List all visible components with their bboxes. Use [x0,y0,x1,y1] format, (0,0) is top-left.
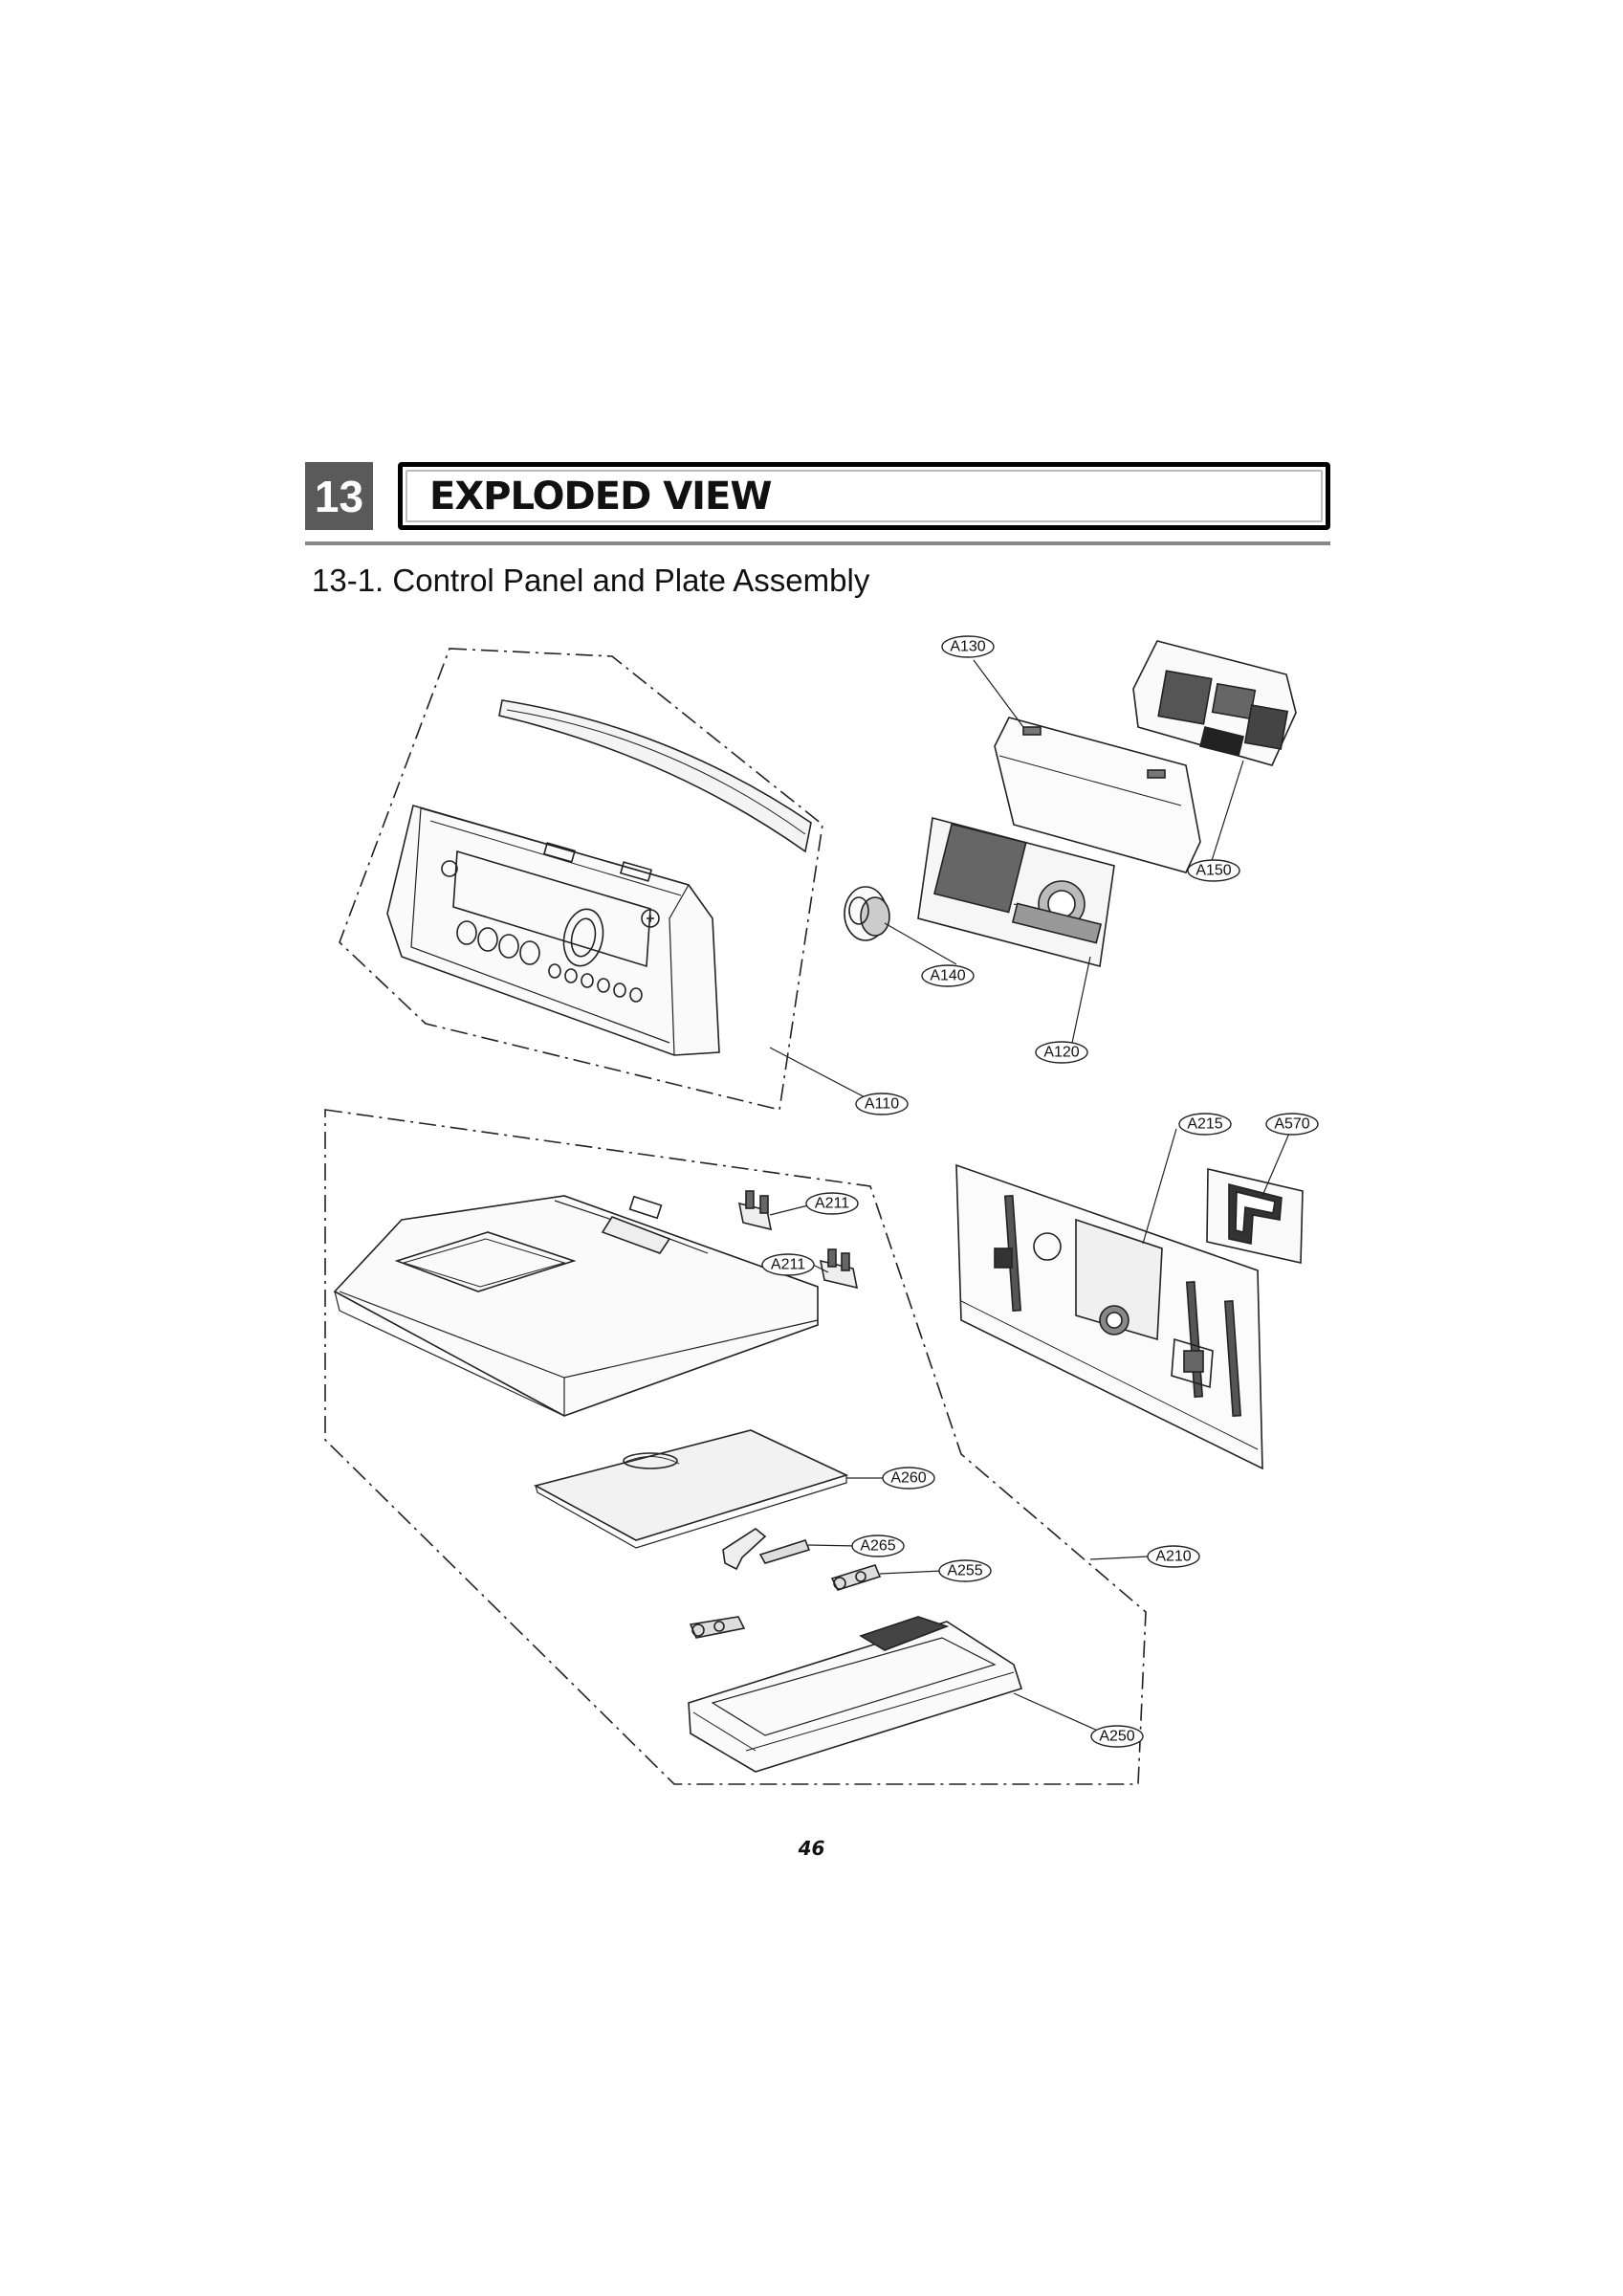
panel-trim-cap [498,699,812,853]
a265-hinge-piece [722,1528,767,1571]
label-a265: A265 [860,1538,895,1555]
label-a210: A210 [1155,1549,1191,1565]
a250-dispenser-drawer [688,1621,1023,1773]
label-a130: A130 [950,639,985,655]
section-title: EXPLODED VIEW [429,475,772,519]
label-a260: A260 [890,1470,926,1487]
label-a120: A120 [1043,1045,1079,1061]
label-a211-bottom: A211 [771,1257,805,1273]
label-a211-top: A211 [815,1196,849,1212]
a260-cover [533,1429,849,1541]
header-divider [305,541,1330,545]
a130-pcb-cover [994,717,1201,873]
page-number: 46 [798,1837,825,1860]
panel-knob-ring [562,908,604,967]
section-number-badge: 13 [305,462,373,530]
subsection-title: 13-1. Control Panel and Plate Assembly [312,563,870,598]
label-a150: A150 [1195,863,1231,879]
label-a110: A110 [865,1096,899,1113]
label-a140: A140 [930,968,965,984]
label-a255: A255 [947,1563,982,1579]
a210-group-boundary [324,1109,1147,1785]
label-a215: A215 [1187,1116,1222,1133]
control-panel-body [386,804,720,1056]
section-header: EXPLODED VIEW [398,462,1330,530]
a110-group-boundary [339,648,823,1111]
panel-display-window [452,850,651,968]
label-a250: A250 [1099,1729,1134,1745]
plate-frame [333,1195,819,1417]
a211-hinge-bottom [819,1259,859,1290]
a255-pin-left [689,1616,746,1639]
label-a570: A570 [1274,1116,1309,1133]
